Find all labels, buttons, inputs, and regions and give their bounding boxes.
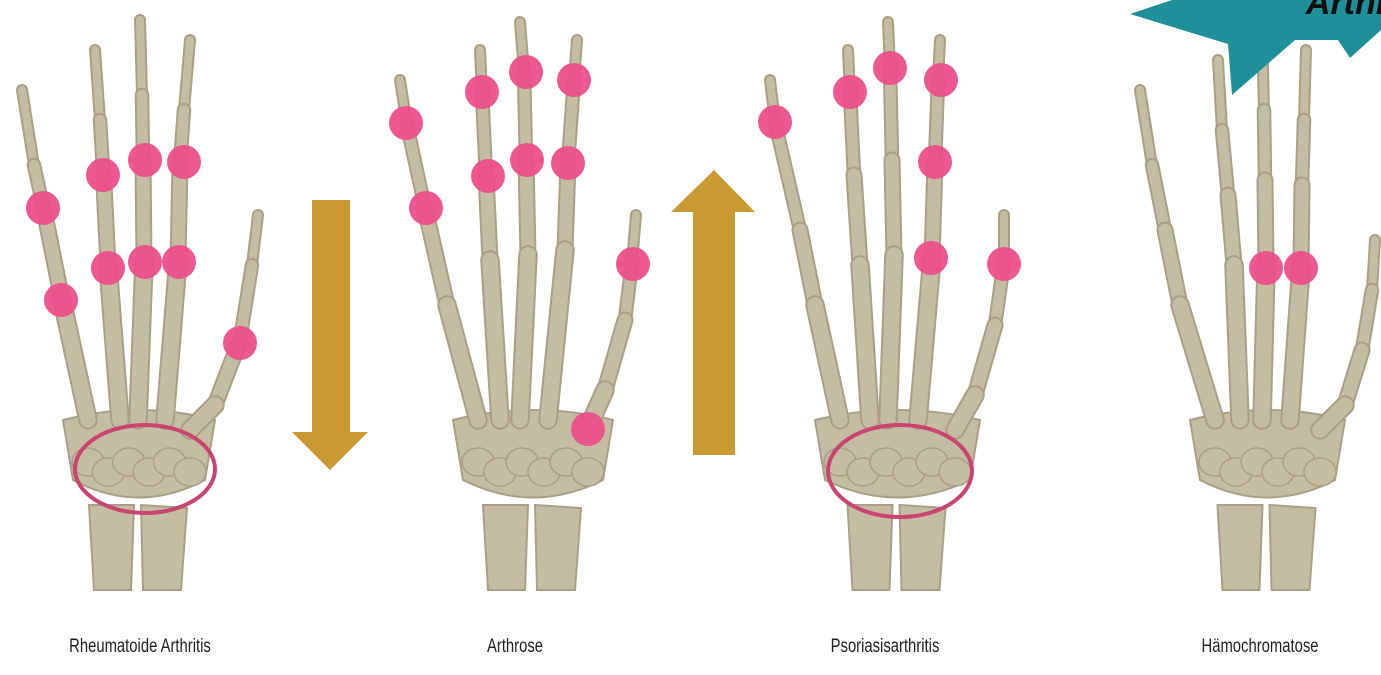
joint-marker [167,145,201,179]
carpal-bone [1304,458,1336,486]
carpal-bone [572,458,604,486]
carpal-bone [939,458,971,486]
arrow-down-icon [292,200,368,470]
joint-marker [873,51,907,85]
joint-marker [833,75,867,109]
joint-marker [44,283,78,317]
finger-bone [1165,230,1180,305]
joint-marker [162,245,196,279]
finger-bone [1290,268,1301,420]
joint-marker [409,191,443,225]
ulna-bone [1270,505,1316,590]
ulna-bone [535,505,581,590]
joint-marker [128,143,162,177]
joint-marker [509,55,543,89]
joint-marker [1249,251,1283,285]
joint-marker [616,247,650,281]
hand-3 [1140,30,1375,590]
hand-1 [389,22,650,590]
joint-marker [465,75,499,109]
joint-marker [223,326,257,360]
radius-bone [1218,505,1263,590]
finger-bone [548,250,565,420]
joint-marker [557,63,591,97]
joint-marker [924,63,958,97]
joint-marker [1284,251,1318,285]
carpal-bone [174,458,206,486]
finger-bone [1234,265,1240,420]
finger-bone [138,262,144,420]
caption-rheumatoide-arthritis: Rheumatoide Arthritis [31,636,249,658]
joint-marker [987,247,1021,281]
radius-bone [89,505,134,590]
joint-marker [571,412,605,446]
joint-marker [551,146,585,180]
finger-bone [1264,110,1265,180]
joint-marker [86,158,120,192]
arrow-up-icon [671,170,755,455]
hand-0 [22,20,258,590]
joint-marker [26,191,60,225]
finger-bone [918,258,932,420]
joint-marker [510,143,544,177]
finger-bone [800,230,815,305]
finger-bone [1222,130,1228,195]
finger-bone [1262,268,1266,420]
hand-2 [758,22,1021,590]
finger-bone [140,20,142,95]
finger-bone [1228,195,1234,265]
finger-bone [1372,240,1375,290]
finger-bone [1218,60,1222,130]
finger-bone [447,305,478,420]
finger-bone [860,265,870,420]
joint-marker [914,241,948,275]
finger-bone [1304,50,1306,120]
joint-marker [758,105,792,139]
joint-marker [471,159,505,193]
finger-bone [1152,165,1165,230]
finger-bone [95,50,100,120]
radius-bone [483,505,528,590]
joint-marker [91,251,125,285]
finger-bone [854,175,860,265]
finger-bone [888,255,894,420]
finger-bone [520,255,528,420]
joint-marker [918,145,952,179]
joint-marker [128,245,162,279]
finger-bone [1302,120,1304,185]
ulna-bone [141,505,187,590]
caption-arthrose: Arthrose [406,636,624,658]
finger-bone [490,260,500,420]
finger-bone [892,160,894,255]
caption-psoriasisarthritis: Psoriasisarthritis [776,636,994,658]
banner-title: Arthr [1306,0,1381,23]
caption-haemochromatose: Hämochromatose [1151,636,1369,658]
joint-marker [389,106,423,140]
finger-bone [1180,305,1215,420]
